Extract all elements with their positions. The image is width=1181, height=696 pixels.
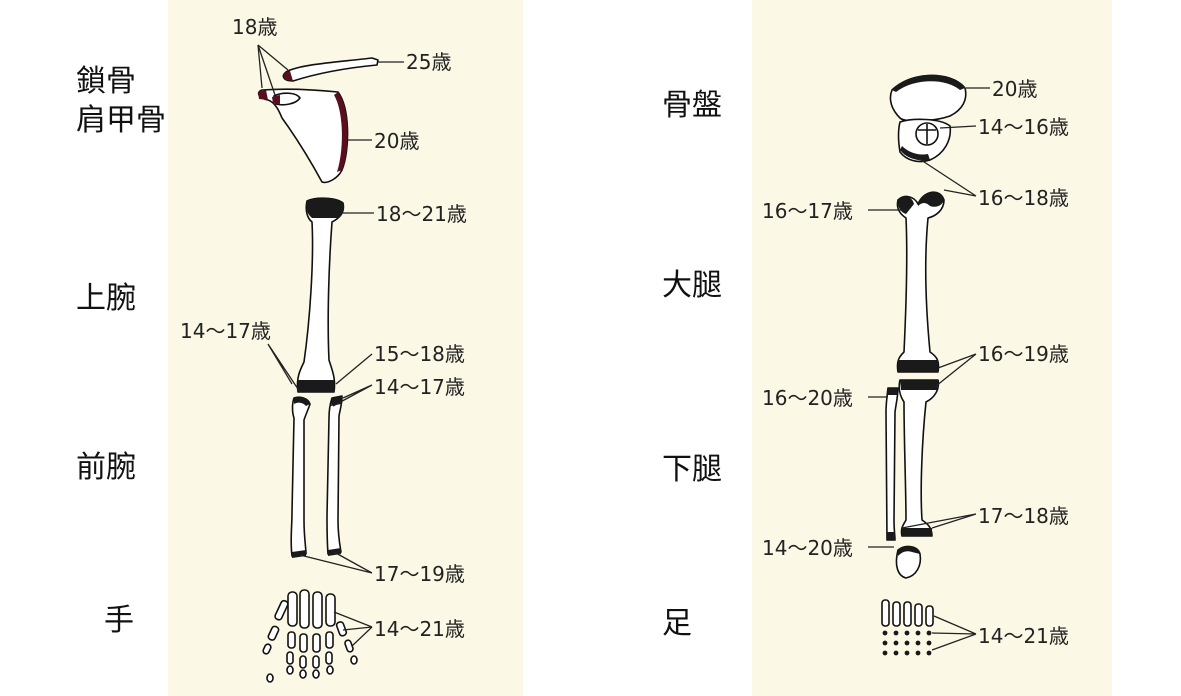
scapula-bone <box>257 88 349 184</box>
age-humerus-proximal: 18〜21歳 <box>376 202 467 226</box>
ulna-bone <box>290 396 311 557</box>
age-fibula-proximal: 16〜20歳 <box>762 386 853 410</box>
foot-phalanges <box>882 630 932 656</box>
scapula-process <box>273 92 301 106</box>
forearm-proximal-plate-right <box>331 396 342 406</box>
age-ankle: 17〜18歳 <box>978 504 1069 528</box>
label-clavicle: 鎖骨 <box>76 64 136 99</box>
fibula-proximal-plate <box>887 388 898 395</box>
age-foot: 14〜21歳 <box>978 624 1069 648</box>
fibula-distal-plate <box>887 532 895 540</box>
iliac-crest-plate <box>892 74 965 92</box>
clavicle-bone <box>282 57 379 82</box>
age-humerus-distal-left: 14〜17歳 <box>180 319 271 343</box>
acetabulum-lines <box>918 124 936 144</box>
age-forearm-proximal: 14〜17歳 <box>374 375 465 399</box>
age-labels: 18歳 25歳 20歳 18〜21歳 14〜17歳 15〜18歳 14〜17歳 … <box>180 15 1069 648</box>
age-lesser-trochanter: 16〜17歳 <box>762 199 853 223</box>
calcaneus-plate <box>898 546 920 556</box>
age-scapula-border: 20歳 <box>374 129 419 153</box>
label-upper-arm: 上腕 <box>76 281 136 316</box>
clavicle-growth-plate <box>283 71 293 81</box>
age-forearm-distal: 17〜19歳 <box>374 562 465 586</box>
scapula-process-plate <box>258 90 268 100</box>
ischium-plate <box>900 146 930 161</box>
age-knee: 16〜19歳 <box>978 342 1069 366</box>
femur-head-plate <box>918 192 944 207</box>
age-femur-head-trochanter: 16〜18歳 <box>978 186 1069 210</box>
femur-distal-plate <box>898 360 938 372</box>
age-hand: 14〜21歳 <box>374 617 465 641</box>
scapula-process-plate-2 <box>272 95 280 104</box>
foot-bones <box>881 599 934 627</box>
leader-lines <box>257 44 990 651</box>
age-humerus-distal-right: 15〜18歳 <box>374 342 465 366</box>
humerus-distal-plate <box>298 380 334 392</box>
label-hand: 手 <box>104 603 134 638</box>
age-iliac-crest: 20歳 <box>992 77 1037 101</box>
forearm-proximal-plate-left <box>294 397 310 406</box>
tibia-distal-plate <box>902 528 932 536</box>
label-lower-leg: 下腿 <box>662 452 722 487</box>
age-calcaneus: 14〜20歳 <box>762 536 853 560</box>
age-clavicle-scapula-processes: 18歳 <box>232 15 277 39</box>
age-acetabulum: 14〜16歳 <box>978 115 1069 139</box>
humerus-bone <box>296 197 345 393</box>
label-pelvis: 骨盤 <box>662 88 722 123</box>
label-thigh: 大腿 <box>662 268 722 303</box>
hand-bones <box>262 589 358 683</box>
label-foot: 足 <box>662 606 692 641</box>
age-clavicle-end: 25歳 <box>406 50 451 74</box>
tibia-bone <box>898 379 940 537</box>
label-forearm: 前腕 <box>76 450 136 485</box>
tibia-proximal-plate <box>900 380 938 390</box>
scapula-border-plate <box>334 92 348 172</box>
radius-bone <box>326 395 343 555</box>
fibula-bone <box>885 387 899 541</box>
humerus-proximal-plate <box>306 198 344 218</box>
label-scapula: 肩甲骨 <box>76 103 166 138</box>
femur-bone <box>896 191 945 373</box>
